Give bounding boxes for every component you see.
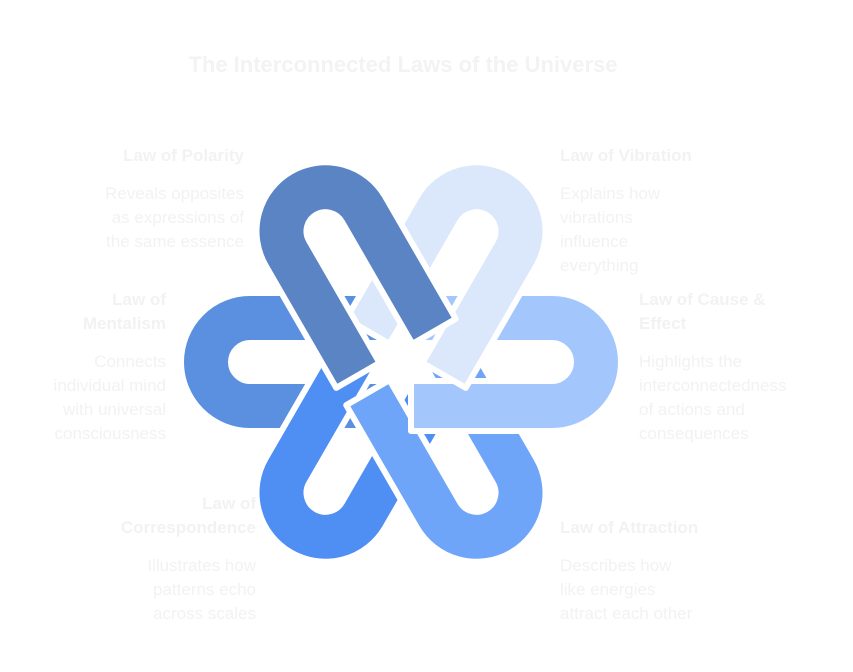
diagram-title: The Interconnected Laws of the Universe xyxy=(188,52,618,77)
mentalism-title-line: Mentalism xyxy=(82,314,166,333)
correspondence-title: Law of Correspondence xyxy=(0,492,256,540)
cause-effect-desc-line: Highlights the xyxy=(639,352,743,371)
cause-effect-desc-line: interconnectedness xyxy=(639,376,787,395)
vibration-description: Explains how vibrations influence everyt… xyxy=(560,182,820,278)
polarity-desc-line: Reveals opposites xyxy=(105,184,244,203)
correspondence-desc-line: across scales xyxy=(153,604,256,623)
label-cause-effect: Law of Cause & Effect Highlights the int… xyxy=(639,288,839,446)
mentalism-desc-line: individual mind xyxy=(53,376,166,395)
cause-effect-title-line: Effect xyxy=(639,314,687,333)
mentalism-desc-line: consciousness xyxy=(54,424,166,443)
label-correspondence: Law of Correspondence Illustrates how pa… xyxy=(0,492,256,626)
attraction-title: Law of Attraction xyxy=(560,518,699,537)
correspondence-title-line: Correspondence xyxy=(120,518,256,537)
attraction-desc-line: attract each other xyxy=(560,604,693,623)
vibration-desc-line: Explains how xyxy=(560,184,661,203)
correspondence-description: Illustrates how patterns echo across sca… xyxy=(0,554,256,626)
vibration-desc-line: vibrations xyxy=(560,208,633,227)
label-attraction: Law of Attraction Describes how like ene… xyxy=(560,516,820,626)
loop-polarity xyxy=(253,159,459,391)
mentalism-desc-line: Connects xyxy=(94,352,166,371)
polarity-desc-line: as expressions of xyxy=(111,208,244,227)
attraction-desc-line: like energies xyxy=(560,580,656,599)
loop-vibration xyxy=(343,159,549,391)
vibration-desc-line: influence xyxy=(560,232,629,251)
vibration-desc-line: everything xyxy=(560,256,639,275)
attraction-description: Describes how like energies attract each… xyxy=(560,554,820,626)
polarity-desc-line: the same essence xyxy=(106,232,244,251)
vibration-title: Law of Vibration xyxy=(560,146,692,165)
polarity-description: Reveals opposites as expressions of the … xyxy=(0,182,244,254)
label-vibration: Law of Vibration Explains how vibrations… xyxy=(560,144,820,278)
cause-effect-desc-line: consequences xyxy=(639,424,749,443)
mentalism-title: Law of Mentalism xyxy=(0,288,166,336)
cause-effect-description: Highlights the interconnectedness of act… xyxy=(639,350,839,446)
loop-correspondence xyxy=(253,333,459,565)
mentalism-desc-line: with universal xyxy=(63,400,166,419)
cause-effect-title: Law of Cause & Effect xyxy=(639,288,839,336)
attraction-desc-line: Describes how xyxy=(560,556,672,575)
correspondence-title-line: Law of xyxy=(202,494,256,513)
mentalism-description: Connects individual mind with universal … xyxy=(0,350,166,446)
cause-effect-desc-line: of actions and xyxy=(639,400,745,419)
label-polarity: Law of Polarity Reveals opposites as exp… xyxy=(0,144,244,254)
correspondence-desc-line: Illustrates how xyxy=(147,556,256,575)
label-mentalism: Law of Mentalism Connects individual min… xyxy=(0,288,166,446)
cause-effect-title-line: Law of Cause & xyxy=(639,290,766,309)
correspondence-desc-line: patterns echo xyxy=(152,580,256,599)
mentalism-title-line: Law of xyxy=(112,290,166,309)
polarity-title: Law of Polarity xyxy=(123,146,244,165)
